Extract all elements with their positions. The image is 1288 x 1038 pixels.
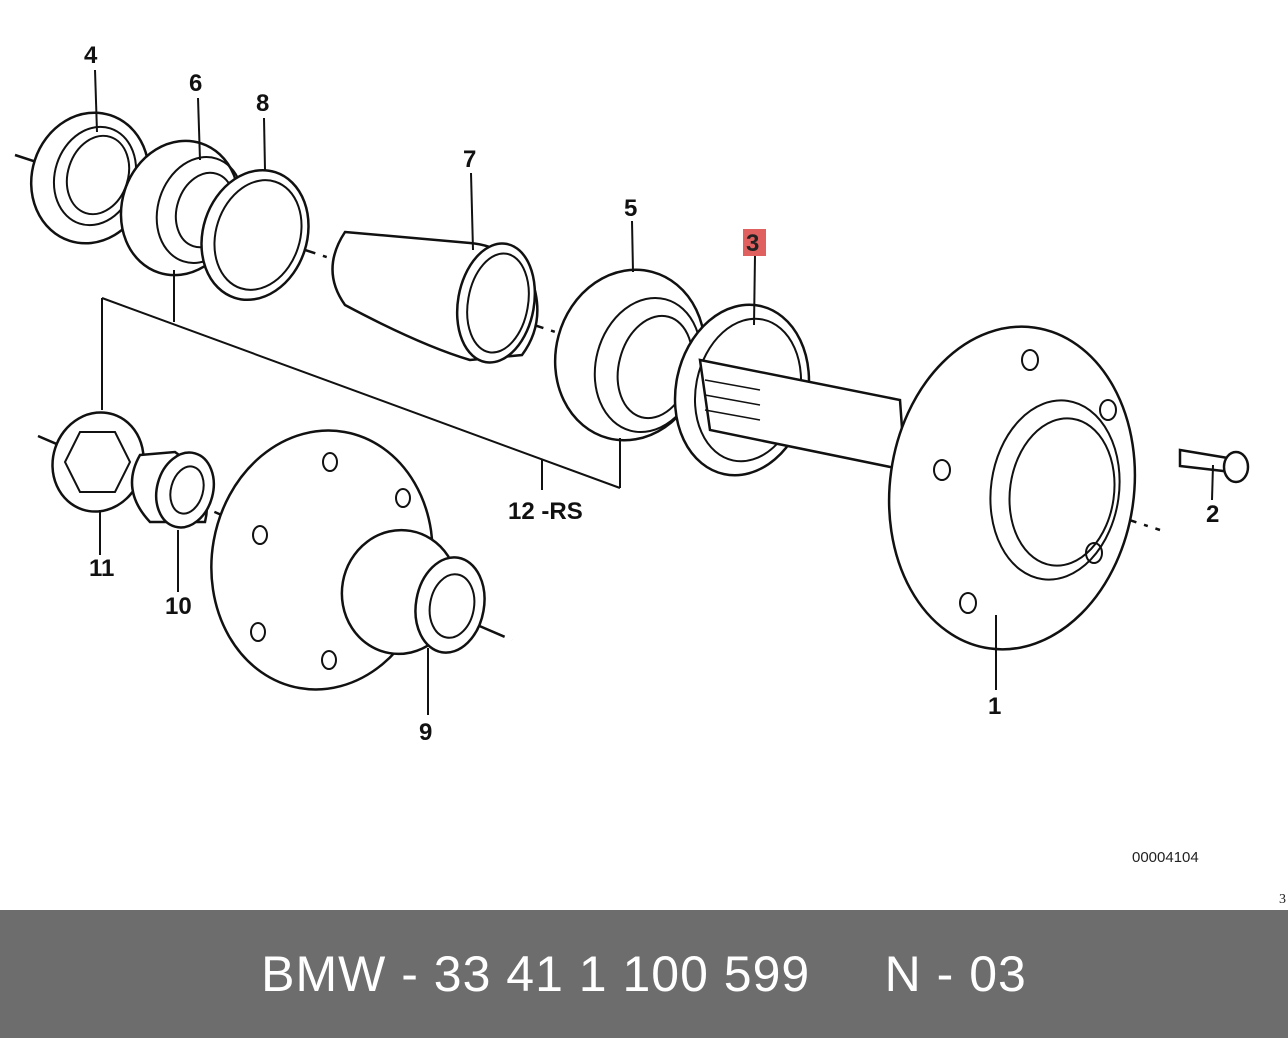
part-2-bolt [1178,448,1250,484]
parts-diagram: 4 6 8 7 5 3 2 1 12 -RS 11 10 9 00004104 [14,42,1250,866]
footer-bar: BMW - 33 41 1 100 599 N - 03 [0,910,1288,1038]
part-4-seal [29,111,151,245]
page-number: 3 [1279,892,1286,907]
label-9: 9 [419,719,432,746]
label-7: 7 [463,146,476,173]
part-11-nut [51,411,145,513]
label-10: 10 [165,593,192,620]
part-9-flange [210,429,486,691]
leader-lines [94,69,1214,715]
footer-part-number: BMW - 33 41 1 100 599 N - 03 [261,946,1027,1002]
part-10-bushing [130,450,216,529]
part-7-spacer-sleeve [331,230,539,364]
label-3: 3 [746,230,759,257]
label-6: 6 [189,70,202,97]
label-2: 2 [1206,501,1219,528]
label-12-rs: 12 -RS [508,498,583,525]
part-8-ring [200,168,310,302]
label-1: 1 [988,693,1001,720]
label-4: 4 [84,42,98,69]
label-5: 5 [624,195,637,222]
label-3-highlight [743,229,766,256]
label-11: 11 [89,555,114,582]
label-8: 8 [256,90,269,117]
part-1-output-shaft [698,325,1137,651]
drawing-number: 00004104 [1132,849,1199,866]
